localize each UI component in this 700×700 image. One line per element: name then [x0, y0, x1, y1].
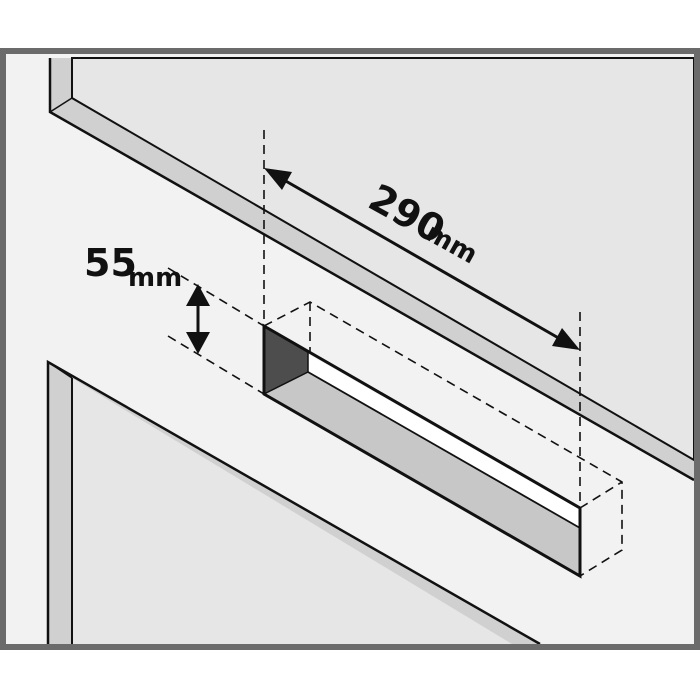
height-extension-lines	[167, 267, 265, 395]
height-dimension-label: 55 mm	[84, 241, 182, 293]
lower-cabinet	[46, 359, 541, 646]
depth-guides	[263, 301, 623, 577]
width-extension-lines	[263, 130, 581, 508]
cutout-recess	[262, 323, 582, 579]
height-unit: mm	[128, 263, 182, 293]
image-frame	[0, 48, 700, 650]
height-value: 55	[84, 241, 137, 285]
height-dimension-arrow	[186, 284, 210, 354]
upper-cabinet	[48, 57, 695, 482]
width-dimension-arrow	[264, 168, 580, 350]
